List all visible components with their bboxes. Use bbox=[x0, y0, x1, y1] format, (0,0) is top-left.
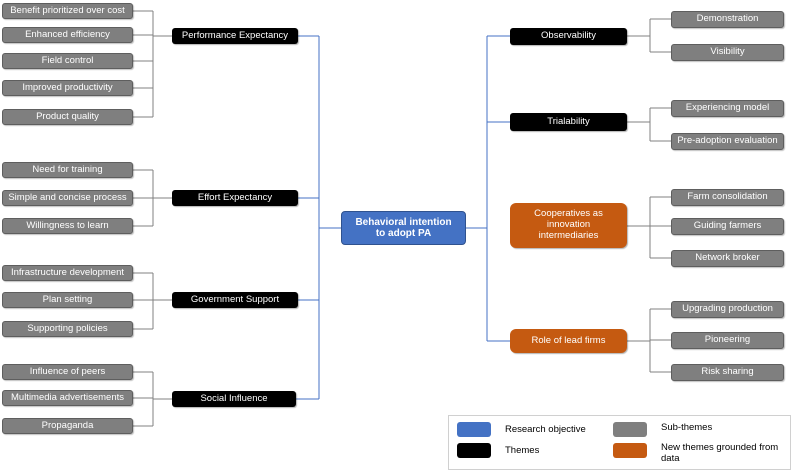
legend-swatch-objective bbox=[457, 422, 491, 437]
legend-swatch-themes bbox=[457, 443, 491, 458]
subtheme-infrastructure-development: Infrastructure development bbox=[2, 265, 133, 281]
research-objective: Behavioral intention to adopt PA bbox=[341, 211, 466, 245]
subtheme-product-quality: Product quality bbox=[2, 109, 133, 125]
subtheme-network-broker: Network broker bbox=[671, 250, 784, 267]
subtheme-need-for-training: Need for training bbox=[2, 162, 133, 178]
subtheme-willingness-to-learn: Willingness to learn bbox=[2, 218, 133, 234]
subtheme-visibility: Visibility bbox=[671, 44, 784, 61]
theme-cooperatives-intermediaries: Cooperatives as innovation intermediarie… bbox=[510, 203, 627, 248]
legend-swatch-new-themes bbox=[613, 443, 647, 458]
subtheme-enhanced-efficiency: Enhanced efficiency bbox=[2, 27, 133, 43]
subtheme-simple-process: Simple and concise process bbox=[2, 190, 133, 206]
theme-performance-expectancy: Performance Expectancy bbox=[172, 28, 298, 44]
subtheme-pre-adoption-evaluation: Pre-adoption evaluation bbox=[671, 133, 784, 150]
subtheme-plan-setting: Plan setting bbox=[2, 292, 133, 308]
legend-swatch-subthemes bbox=[613, 422, 647, 437]
subtheme-experiencing-model: Experiencing model bbox=[671, 100, 784, 117]
subtheme-farm-consolidation: Farm consolidation bbox=[671, 189, 784, 206]
theme-government-support: Government Support bbox=[172, 292, 298, 308]
legend-label-new-themes: New themes grounded from data bbox=[661, 442, 779, 465]
theme-effort-expectancy: Effort Expectancy bbox=[172, 190, 298, 206]
legend-label-subthemes: Sub-themes bbox=[661, 422, 713, 433]
legend: Research objective Themes Sub-themes New… bbox=[448, 415, 791, 470]
subtheme-risk-sharing: Risk sharing bbox=[671, 364, 784, 381]
theme-trialability: Trialability bbox=[510, 113, 627, 131]
subtheme-improved-productivity: Improved productivity bbox=[2, 80, 133, 96]
subtheme-supporting-policies: Supporting policies bbox=[2, 321, 133, 337]
subtheme-upgrading-production: Upgrading production bbox=[671, 301, 784, 318]
subtheme-benefit-prioritized: Benefit prioritized over cost bbox=[2, 3, 133, 19]
subtheme-pioneering: Pioneering bbox=[671, 332, 784, 349]
subtheme-multimedia-advertisements: Multimedia advertisements bbox=[2, 390, 133, 406]
subtheme-guiding-farmers: Guiding farmers bbox=[671, 218, 784, 235]
legend-label-objective: Research objective bbox=[505, 424, 586, 435]
subtheme-propaganda: Propaganda bbox=[2, 418, 133, 434]
theme-observability: Observability bbox=[510, 28, 627, 45]
theme-social-influence: Social Influence bbox=[172, 391, 296, 407]
subtheme-field-control: Field control bbox=[2, 53, 133, 69]
subtheme-demonstration: Demonstration bbox=[671, 11, 784, 28]
subtheme-influence-of-peers: Influence of peers bbox=[2, 364, 133, 380]
theme-role-of-lead-firms: Role of lead firms bbox=[510, 329, 627, 353]
legend-label-themes: Themes bbox=[505, 445, 540, 456]
